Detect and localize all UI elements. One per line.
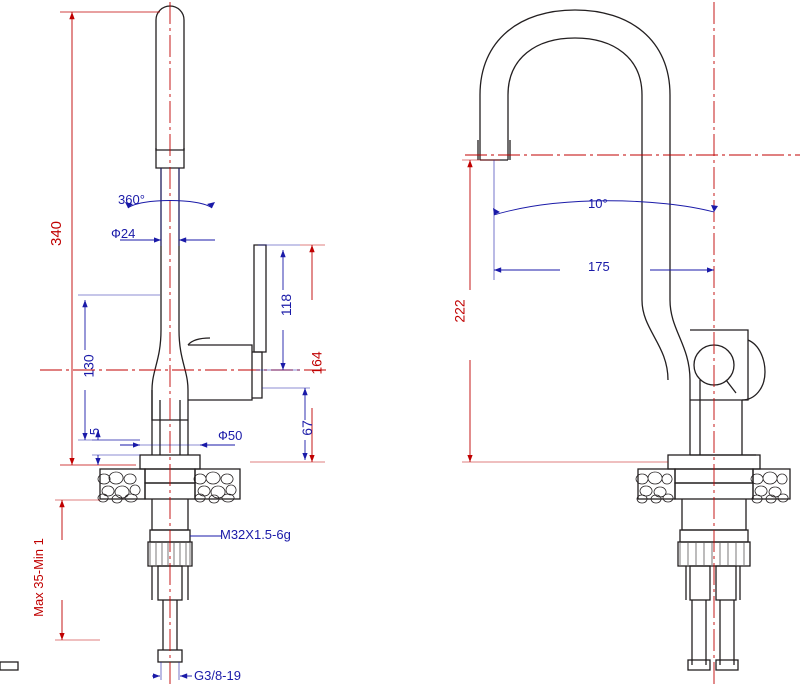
left-washer-texture xyxy=(97,471,237,504)
dim-handle-top: 164 xyxy=(308,351,325,375)
dim-spout-reach: 175 xyxy=(588,259,610,274)
dim-handle-base: 67 xyxy=(298,420,315,436)
right-washer-texture xyxy=(635,471,789,504)
left-hatch-detail xyxy=(149,543,191,565)
dim-handle-height: 118 xyxy=(278,293,295,317)
dim-spout-diameter: Ф24 xyxy=(111,226,136,241)
right-faucet-outline xyxy=(477,9,791,671)
dim-thread-inlet: G3/8-19 xyxy=(194,668,241,683)
dim-body-height: 130 xyxy=(80,354,97,378)
dim-thread-body: M32X1.5-6g xyxy=(220,527,291,542)
dim-base-offset: 5 xyxy=(87,427,103,436)
right-hatch-detail xyxy=(679,543,745,565)
dim-base-diameter: Ф50 xyxy=(218,428,243,443)
dimension-lines-left xyxy=(55,11,325,680)
dim-mounting-thickness: Max 35-Min 1 xyxy=(30,538,46,617)
dim-rotation: 360° xyxy=(118,192,145,207)
dim-height-total: 340 xyxy=(48,220,66,247)
dim-spout-angle: 10° xyxy=(588,196,608,211)
dim-spout-height: 222 xyxy=(451,299,468,323)
dimension-lines-right xyxy=(462,159,718,463)
